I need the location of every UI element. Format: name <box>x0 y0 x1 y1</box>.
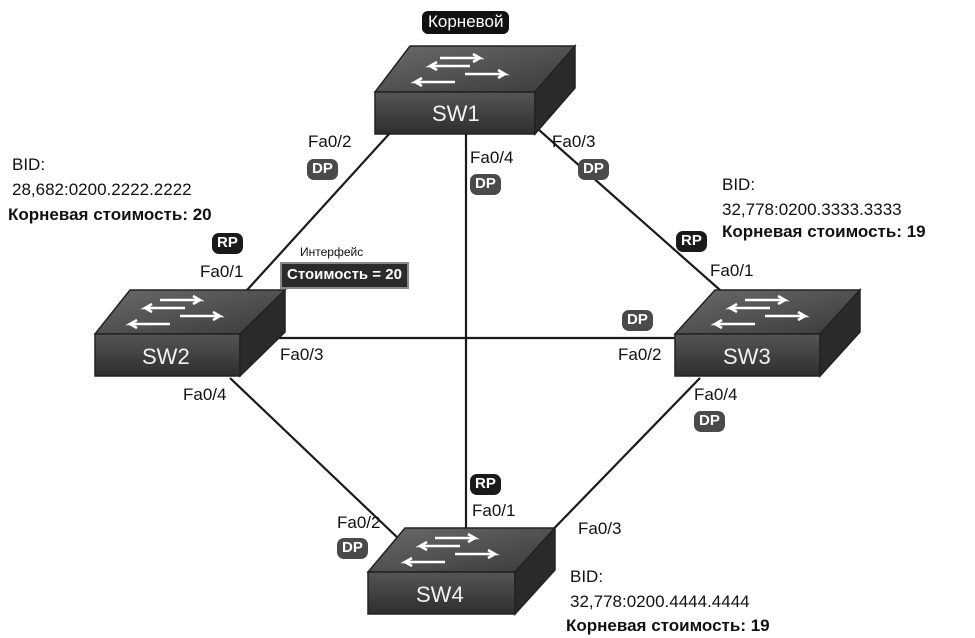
switch-name: SW4 <box>416 582 464 607</box>
port-label-sw2-fa04: Fa0/4 <box>183 385 227 404</box>
switch-sw3[interactable]: SW3 <box>673 288 862 378</box>
traffic-arrows-icon <box>710 294 810 330</box>
switch-name: SW3 <box>723 344 771 369</box>
sw2-bid-value: 28,682:0200.2222.2222 <box>12 180 192 199</box>
rp-badge-sw2-fa01: RP <box>212 233 243 254</box>
port-label-sw3-fa01: Fa0/1 <box>710 261 754 280</box>
port-label-sw2-fa01: Fa0/1 <box>200 262 244 281</box>
sw3-bid-label: BID: <box>722 175 756 194</box>
link-sw2-sw4 <box>229 377 401 541</box>
port-label-sw2-fa03: Fa0/3 <box>280 345 324 364</box>
port-label-sw1-fa03: Fa0/3 <box>552 132 596 151</box>
dp-badge-sw1-fa03: DP <box>578 159 609 180</box>
port-label-sw3-fa02: Fa0/2 <box>618 345 662 364</box>
traffic-arrows-icon <box>410 52 510 88</box>
link-sw1-sw2 <box>237 121 401 301</box>
link-sw3-sw4 <box>537 377 701 546</box>
dp-badge-sw3-fa04: DP <box>694 411 725 432</box>
interface-cost-value: Стоимость = 20 <box>280 262 409 289</box>
port-label-sw4-fa03: Fa0/3 <box>578 519 622 538</box>
switch-sw1[interactable]: SW1 <box>373 43 577 137</box>
switch-sw2[interactable]: SW2 <box>93 288 287 378</box>
switch-name: SW2 <box>142 344 190 369</box>
link-sw1-sw3 <box>529 121 721 291</box>
dp-badge-sw1-fa04: DP <box>470 174 501 195</box>
root-bridge-badge: Корневой <box>422 11 510 34</box>
sw4-bid-value: 32,778:0200.4444.4444 <box>570 592 750 611</box>
sw4-root-cost: Корневая стоимость: 19 <box>566 616 770 635</box>
port-label-sw4-fa01: Fa0/1 <box>472 501 516 520</box>
sw2-bid-label: BID: <box>12 155 46 174</box>
dp-badge-sw4-fa02: DP <box>337 538 368 559</box>
traffic-arrows-icon <box>400 532 500 568</box>
rp-badge-sw3-fa01: RP <box>676 231 707 252</box>
sw2-root-cost: Корневая стоимость: 20 <box>8 205 212 224</box>
sw3-bid-value: 32,778:0200.3333.3333 <box>722 200 902 219</box>
switch-name: SW1 <box>432 101 480 126</box>
port-label-sw1-fa04: Fa0/4 <box>470 148 514 167</box>
interface-cost-caption: Интерфейс <box>300 245 364 259</box>
port-label-sw3-fa04: Fa0/4 <box>694 385 738 404</box>
port-label-sw1-fa02: Fa0/2 <box>308 132 352 151</box>
sw4-bid-label: BID: <box>570 567 604 586</box>
switch-sw4[interactable]: SW4 <box>366 526 557 616</box>
sw3-root-cost: Корневая стоимость: 19 <box>722 222 926 241</box>
links <box>229 121 721 546</box>
rp-badge-sw4-fa01: RP <box>470 474 501 495</box>
dp-badge-sw1-fa02: DP <box>307 159 338 180</box>
port-label-sw4-fa02: Fa0/2 <box>337 513 381 532</box>
dp-badge-sw3-fa02: DP <box>622 310 653 331</box>
traffic-arrows-icon <box>125 294 225 330</box>
